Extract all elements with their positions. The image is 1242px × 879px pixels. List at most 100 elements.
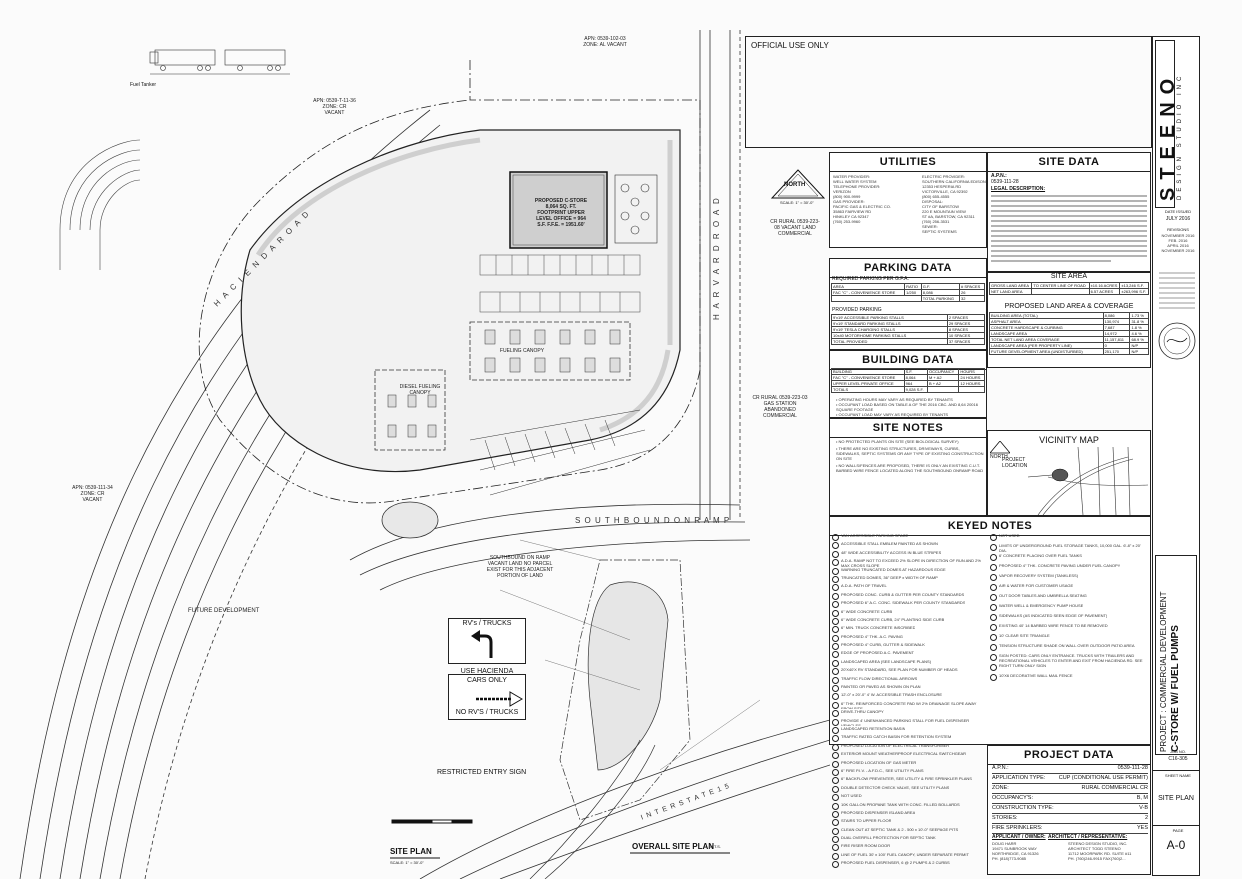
utility-line: WATER PROVIDER:	[833, 174, 871, 179]
site-notes-panel: SITE NOTES • NO PROTECTED PLANTS ON SITE…	[829, 418, 987, 516]
keyed-note-marker	[832, 844, 839, 852]
keyed-note-text: 6" WIDE CONCRETE CURB, 24" PLANTING SIDE…	[841, 616, 945, 622]
keyed-note: SIDEWALKS (AS INDICATED SEEN EDGE OF PAV…	[990, 613, 1148, 623]
keyed-note: VAN ACCESSIBLE PARKING SPACE	[832, 533, 982, 541]
keyed-note-marker	[832, 676, 839, 684]
utility-line: GAS PROVIDER:	[833, 199, 865, 204]
project-data-value: B, M	[1136, 795, 1148, 801]
keyed-note-marker	[832, 768, 839, 776]
keyed-note-marker	[832, 710, 839, 718]
keyed-note-marker	[832, 726, 839, 734]
keyed-note: PROPOSED LOCATION OF GAS METER	[832, 760, 982, 768]
table-row-cell: TOTALS	[831, 386, 905, 393]
keyed-note-text: LIMITS OF UNDERGROUND FUEL STORAGE TANKS…	[999, 543, 1141, 553]
keyed-note-marker	[832, 609, 839, 617]
utility-line: DISPOSAL:	[922, 199, 944, 204]
keyed-note-text: EXISTING 40' 14 BARBED WIRE FENCE TO BE …	[999, 623, 1108, 628]
keyed-note-marker	[832, 617, 839, 625]
revision-line: NOVEMBER 2016	[1161, 248, 1195, 253]
project-data-row: STORIES:2	[992, 814, 1148, 824]
sign-header: RV's / TRUCKS	[462, 620, 512, 627]
vicinity-north-label: NORTH	[990, 454, 1008, 460]
keyed-note-text: PROPOSED FUEL DISPENSER, 6 @ 2 PUMPS & 2…	[841, 860, 950, 866]
keyed-note: PROPOSED 4" THK. A.C. PAVING	[832, 634, 982, 642]
keyed-note-text: 6" THK. REINFORCED CONCRETE PAD W/ 2% DR…	[841, 700, 977, 710]
keyed-note: OUT DOOR TABLES AND UMBRELLA SEATING	[990, 593, 1148, 603]
project-data-key: APPLICATION TYPE:	[992, 775, 1046, 781]
architect-line: 11712 MOORPARK RD. SUITE #11	[1068, 851, 1132, 856]
keyed-note-marker	[832, 626, 839, 634]
keyed-note-marker	[990, 674, 997, 681]
keyed-note: TRUNCATED DOMES, 36" DEEP x WIDTH OF RAM…	[832, 575, 982, 583]
apn-value: 0539-111-28	[991, 179, 1019, 185]
keyed-note-marker	[832, 651, 839, 659]
keyed-note-text: PROPOSED 6" A.C. CONC. SIDEWALK PER COUN…	[841, 600, 966, 606]
site-notes-title: SITE NOTES	[830, 419, 986, 438]
project-data-row: APPLICATION TYPE:CUP (CONDITIONAL USE PE…	[992, 774, 1148, 784]
keyed-note: NOT USED	[990, 533, 1148, 543]
project-data-key: CONSTRUCTION TYPE:	[992, 805, 1054, 811]
keyed-note-text: VAN ACCESSIBLE PARKING SPACE	[841, 533, 909, 538]
keyed-note-marker	[832, 760, 839, 768]
keyed-note-marker	[832, 701, 839, 709]
sign-no-rv: NO RV'S / TRUCKS	[455, 709, 519, 716]
site-notes-list: • NO PROTECTED PLANTS ON SITE (SEE BIOLO…	[836, 439, 984, 475]
site-area-title: SITE AREA	[1050, 273, 1088, 280]
keyed-note-text: TRUNCATED DOMES, 36" DEEP x WIDTH OF RAM…	[841, 574, 938, 580]
keyed-note: 6" BACKFLOW PREVENTER, SEE UTILITY & FIR…	[832, 776, 982, 785]
provided-parking-label: PROVIDED PARKING	[832, 307, 882, 313]
utility-line: CITY OF BARSTOW	[922, 204, 959, 209]
utility-line: (760) 256-3531	[922, 219, 950, 224]
keyed-note-text: STAIRS TO UPPER FLOOR	[841, 818, 892, 824]
keyed-note: STAIRS TO UPPER FLOOR	[832, 818, 982, 827]
architect-line: ARCHITECT TODD STEENO	[1068, 846, 1121, 851]
project-data-value: RURAL COMMERCIAL CR	[1081, 785, 1148, 791]
keyed-note-text: 10'X6 DECORATIVE WALL MAIL FENCE	[999, 673, 1073, 678]
revision-line: FEB. 2016	[1168, 238, 1188, 243]
utility-line: 220 E MOUNTAIN VIEW	[922, 209, 966, 214]
table-row-cell: UPPER LEVEL PRIVATE OFFICE	[831, 380, 905, 387]
sheet-name: SITE PLAN	[1158, 795, 1194, 802]
keyed-note-marker	[990, 574, 997, 581]
project-data-value: 0539-111-28	[1117, 765, 1148, 771]
store-label: PROPOSED C-STORE 8,064 SQ. FT. FOOTPRINT…	[534, 198, 588, 228]
keyed-note-text: 6" WIDE CONCRETE CURB	[841, 608, 893, 614]
coverage-title: PROPOSED LAND AREA & COVERAGE	[1004, 303, 1134, 310]
keyed-note-marker	[832, 567, 839, 575]
site-data-title: SITE DATA	[988, 153, 1150, 172]
project-data-key: OCCUPANCY'S:	[992, 795, 1033, 801]
apn-label: A.P.N.:	[991, 173, 1007, 179]
harvard-road-label: H A R V A R D R O A D	[712, 196, 721, 320]
firm-logo-box: STEENO	[1155, 40, 1179, 208]
keyed-note-text: 6" MIN. TRUCK CONCRETE INSCRIBED	[841, 625, 916, 631]
table-row-cell: TO CENTER LINE OF ROAD	[1031, 282, 1090, 289]
table-cell: 37 SPACES	[946, 338, 986, 345]
sign-caption: RESTRICTED ENTRY SIGN	[437, 769, 527, 776]
keyed-note-text: TENSION STRUCTURE SHADE ON WALL OVER OUT…	[999, 643, 1135, 648]
keyed-note-marker	[832, 718, 839, 726]
project-data-key: FIRE SPRINKLERS:	[992, 825, 1043, 831]
building-note: • OCCUPANT LOAD MAY VARY AS REQUIRED BY …	[836, 412, 949, 417]
keyed-note: PROPOSED LOCATION OF ELECTRICAL TRANSFOR…	[832, 743, 982, 751]
keyed-note-marker	[832, 592, 839, 600]
sheet-number: A-0	[1166, 838, 1186, 852]
north-arrow: NORTH SCALE: 1" = 30'-0"	[770, 168, 826, 208]
keyed-note-text: 20'X40'X RV STANDARD, SEE PLAN FOR NUMBE…	[841, 667, 958, 673]
architect-line: PH. (760)246-9915 FAX(760)2...	[1068, 856, 1126, 861]
keyed-note: 20'X40'X RV STANDARD, SEE PLAN FOR NUMBE…	[832, 667, 982, 676]
keyed-note-marker	[990, 534, 997, 541]
keyed-note: WARNING TRUNCATED DOMES AT HAZARDOUS EDG…	[832, 567, 982, 575]
table-row-cell	[958, 386, 985, 393]
